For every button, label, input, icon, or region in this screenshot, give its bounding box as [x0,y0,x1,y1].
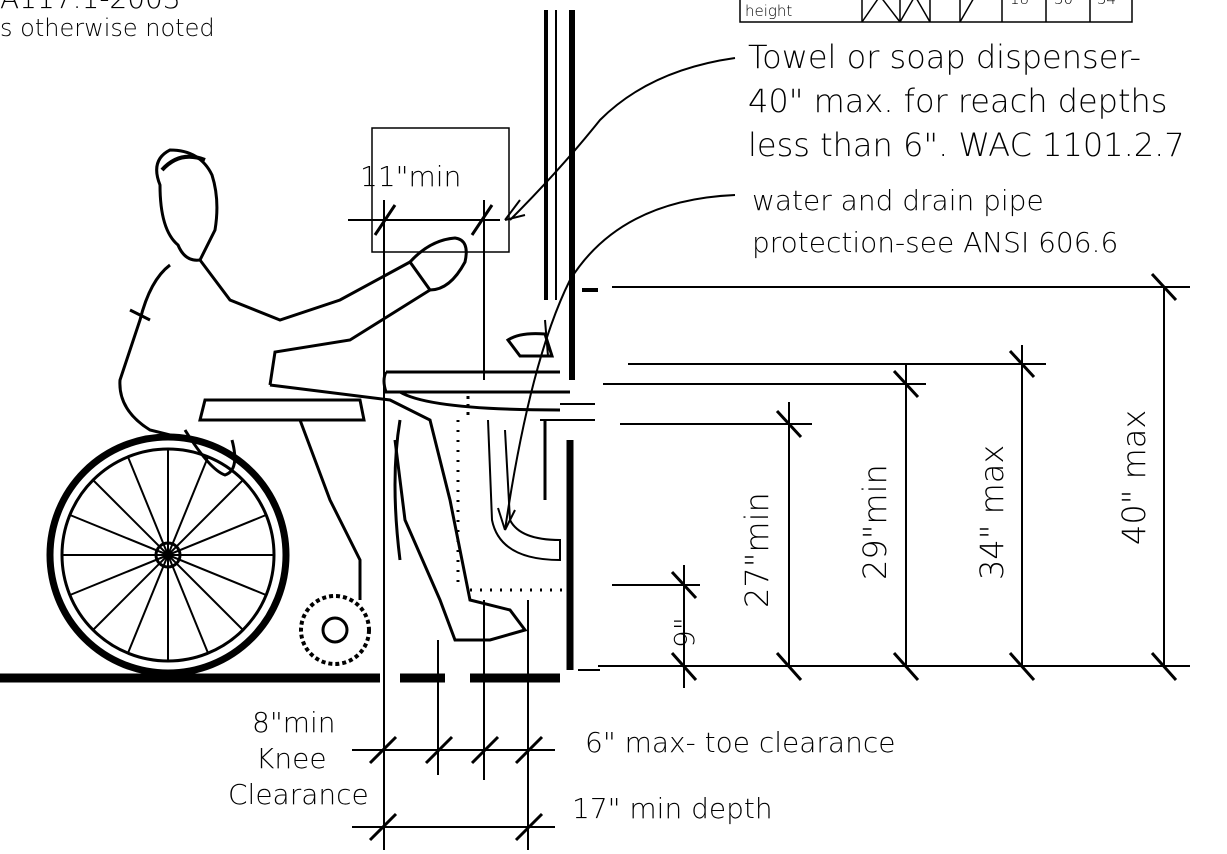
lav-rim-max-label: 34" max [973,445,1011,580]
wall-and-mirror [544,10,600,671]
header-note: s otherwise noted [0,14,215,42]
towel-callout-line1: Towel or soap dispenser- [748,38,1141,76]
toe-clearance-label: 6" max- toe clearance [585,726,895,759]
pipe-callout-line1: water and drain pipe [752,184,1044,217]
toe-height-label: 9" [668,617,701,648]
knee-depth-line1: 8"min [252,706,336,739]
pipe-callout-line2: protection-see ANSI 606.6 [752,226,1118,259]
table-value-2: 30 [1054,0,1073,8]
total-depth-label: 17" min depth [572,792,773,825]
towel-callout-line3: less than 6". WAC 1101.2.7 [748,126,1185,164]
reach-depth-label: 11"min [360,160,461,193]
height-dimensions [603,272,1190,688]
reach-depth-box [371,127,510,253]
lavatory-sink [382,319,595,592]
towel-callout-line2: 40" max. for reach depths [748,82,1167,120]
seated-person [118,148,528,642]
table-label-height: height [745,2,792,20]
callout-leaders [497,57,736,531]
knee-depth-line2: Knee [256,742,327,775]
dispenser-max-label: 40" max [1115,410,1153,545]
knee-depth-line3: Clearance [228,778,369,811]
table-value-3: 34 [1097,0,1116,8]
depth-dimensions [352,600,555,850]
reach-depth-dimension [348,200,500,850]
wheelchair [46,308,371,677]
header-standard-text: A117.1-2003 [0,0,181,15]
lav-rim-min-label: 29"min [856,464,894,580]
height-table [739,0,1133,23]
knee-height-label: 27"min [738,492,776,608]
table-value-1: 18 [1010,0,1029,8]
